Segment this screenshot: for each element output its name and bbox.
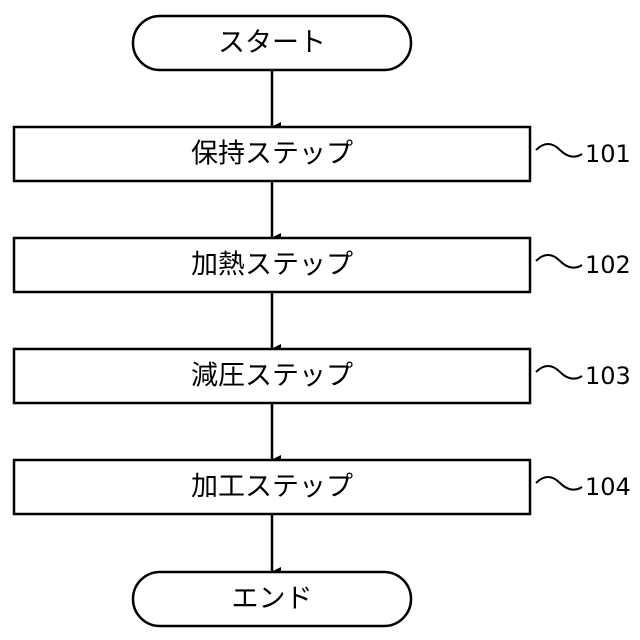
- end-terminal: エンド: [133, 572, 411, 626]
- start-terminal: スタート: [133, 16, 411, 70]
- leader-line-103: [536, 366, 582, 379]
- leader-line-101: [536, 144, 582, 157]
- ref-number-104: 104: [585, 473, 631, 501]
- ref-number-102: 102: [585, 251, 631, 279]
- ref-number-103: 103: [585, 362, 631, 390]
- process-step-3: 減圧ステップ: [14, 349, 530, 403]
- step-4-label: 加工ステップ: [191, 472, 353, 503]
- end-label: エンド: [232, 584, 313, 615]
- process-step-4: 加工ステップ: [14, 460, 530, 514]
- step-2-label: 加熱ステップ: [191, 250, 353, 281]
- start-label: スタート: [218, 28, 326, 59]
- process-step-2: 加熱ステップ: [14, 238, 530, 292]
- step-1-label: 保持ステップ: [191, 139, 353, 170]
- step-3-label: 減圧ステップ: [191, 361, 353, 392]
- ref-number-101: 101: [585, 140, 631, 168]
- leader-line-104: [536, 477, 582, 490]
- leader-line-102: [536, 255, 582, 268]
- process-step-1: 保持ステップ: [14, 127, 530, 181]
